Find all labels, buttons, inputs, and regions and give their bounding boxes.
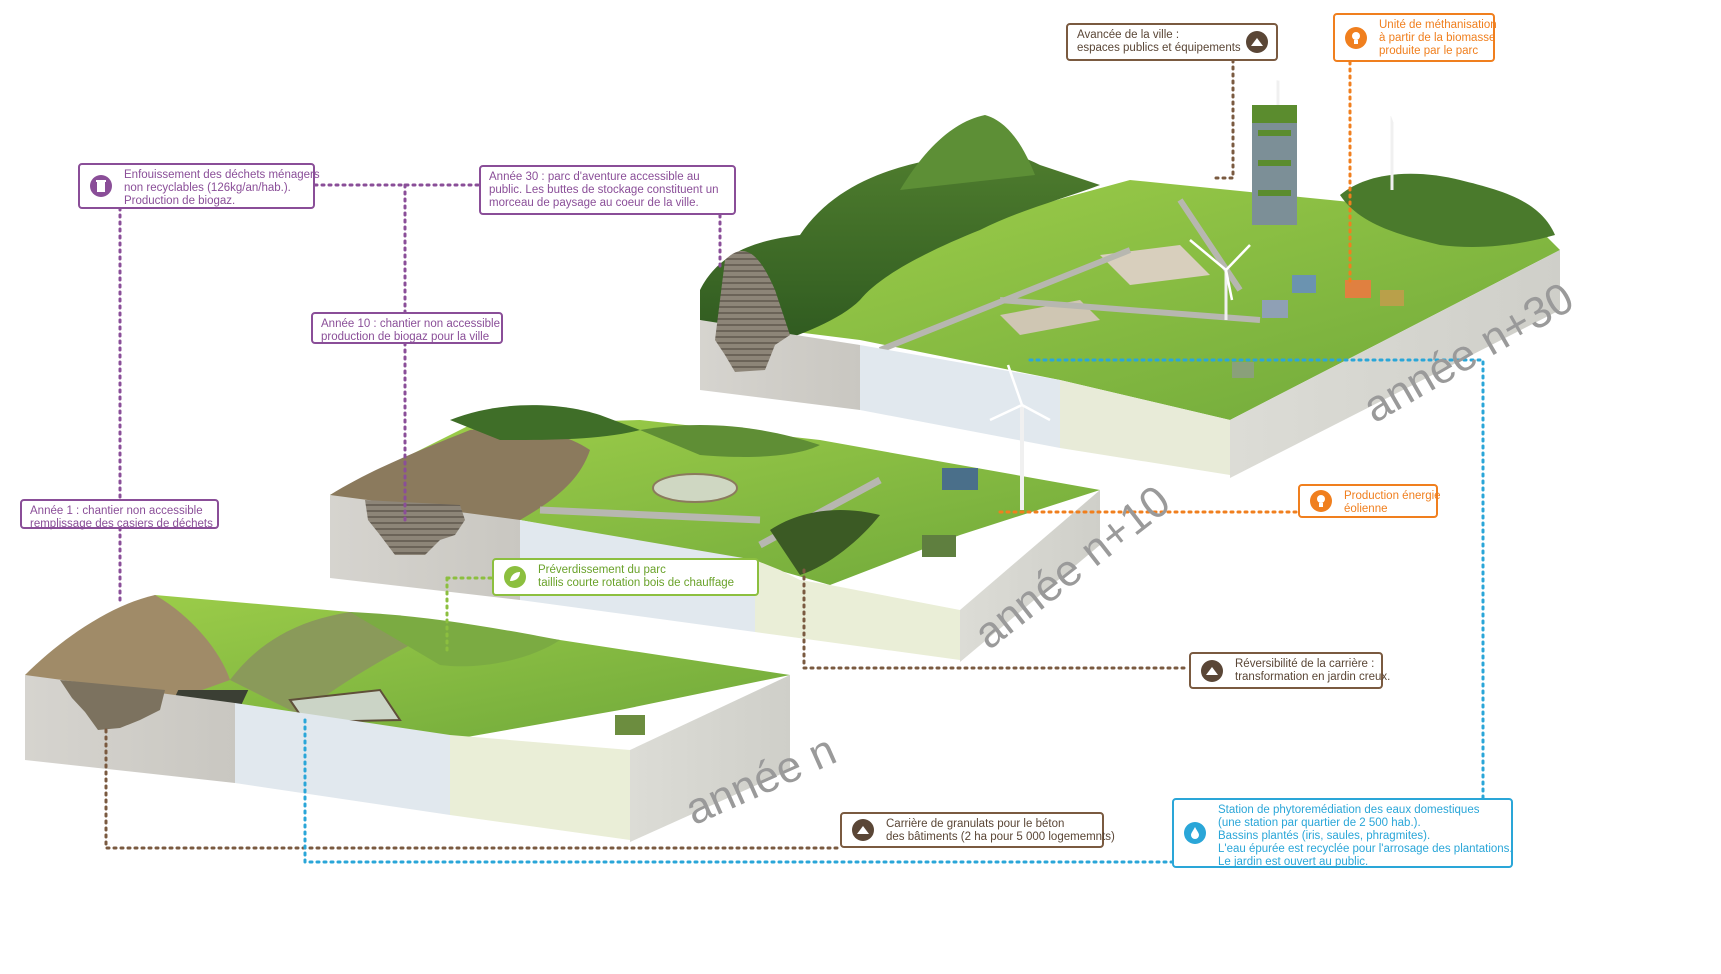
- tree-row-10b: [640, 425, 820, 457]
- label-enfouissement: Enfouissement des déchets ménagers non r…: [78, 163, 320, 209]
- block-1-front-soil: [450, 735, 630, 840]
- block-year-1: [25, 595, 790, 842]
- label-preverdissement: Préverdissement du parc taillis courte r…: [492, 558, 759, 596]
- building-10-a: [942, 468, 978, 490]
- label-annee10-line2: production de biogaz pour la ville: [321, 331, 490, 343]
- connector-lines: [104, 58, 1485, 864]
- label-reversibilite-line1: Réversibilité de la carrière :: [1235, 658, 1375, 670]
- path-30: [878, 198, 1261, 353]
- orchard-1: [350, 612, 560, 667]
- building-1: [615, 715, 645, 735]
- waste-bin-icon: [90, 175, 112, 197]
- label-enfouissement-line3: Production de biogaz.: [124, 195, 236, 207]
- label-station-line4: L'eau épurée est recyclée pour l'arrosag…: [1218, 843, 1513, 855]
- label-station-line1: Station de phytoremédiation des eaux dom…: [1218, 804, 1480, 816]
- label-preverdissement-line1: Préverdissement du parc: [538, 564, 666, 576]
- block-10-front-soil: [755, 560, 960, 660]
- label-methanisation: Unité de méthanisation à partir de la bi…: [1333, 13, 1497, 62]
- block-30-front-water: [860, 345, 1060, 448]
- label-station-line5: Le jardin est ouvert au public.: [1218, 856, 1369, 868]
- label-annee1-line2: remplissage des casiers de déchets: [30, 518, 213, 530]
- label-annee1: Année 1 : chantier non accessible rempli…: [20, 499, 219, 530]
- storage-cells-30: [715, 251, 790, 372]
- label-station: Station de phytoremédiation des eaux dom…: [1172, 798, 1513, 868]
- label-annee30-line2: public. Les buttes de stockage constitue…: [489, 184, 719, 196]
- label-avancee-line2: espaces publics et équipements: [1077, 42, 1241, 54]
- label-station-line2: (une station par quartier de 2 500 hab.)…: [1218, 817, 1421, 829]
- label-carriere-line1: Carrière de granulats pour le béton: [886, 818, 1065, 830]
- building-30-a: [1292, 275, 1316, 293]
- forest-area: [700, 148, 1100, 345]
- label-methanisation-line3: produite par le parc: [1379, 45, 1479, 57]
- block-30-right-face: [1230, 250, 1560, 478]
- label-enfouissement-line1: Enfouissement des déchets ménagers: [124, 169, 320, 181]
- wind-turbine-10: [989, 364, 1051, 510]
- label-annee30-line1: Année 30 : parc d'aventure accessible au: [489, 171, 700, 183]
- building-30-c: [1380, 290, 1404, 306]
- block-10-right-face: [960, 490, 1100, 662]
- block-1-right-face: [630, 675, 790, 842]
- mound-icon: [852, 819, 874, 841]
- mound-icon: [1246, 31, 1268, 53]
- stripe-field-1: [230, 612, 420, 715]
- label-eolienne-line1: Production énergie: [1344, 490, 1441, 502]
- building-30-d: [1262, 300, 1288, 318]
- block-year-30: [700, 105, 1560, 478]
- label-enfouissement-line2: non recyclables (126kg/an/hab.).: [124, 182, 291, 194]
- label-annee30-line3: morceau de paysage au coeur de la ville.: [489, 197, 699, 209]
- mound-icon: [1201, 659, 1223, 682]
- label-avancee: Avancée de la ville : espaces publics et…: [1066, 23, 1278, 61]
- label-annee10-line1: Année 10 : chantier non accessible: [321, 318, 501, 330]
- tree-row-10: [450, 405, 640, 440]
- label-methanisation-line2: à partir de la biomasse: [1379, 32, 1496, 44]
- leaf-icon: [504, 566, 526, 588]
- bulb-icon: [1310, 490, 1332, 512]
- pond-10: [652, 473, 738, 503]
- label-carriere-line2: des bâtiments (2 ha pour 5 000 logememnt…: [886, 831, 1115, 843]
- label-avancee-line1: Avancée de la ville :: [1077, 29, 1180, 41]
- building-10-b: [922, 535, 956, 557]
- wind-turbines-30: [1189, 61, 1413, 320]
- label-eolienne-line2: éolienne: [1344, 503, 1388, 515]
- tree-cluster-right: [1340, 173, 1555, 247]
- label-eolienne: Production énergie éolienne: [1298, 484, 1441, 518]
- label-annee30: Année 30 : parc d'aventure accessible au…: [479, 165, 736, 215]
- label-preverdissement-line2: taillis courte rotation bois de chauffag…: [538, 577, 735, 589]
- storage-cells-10: [365, 500, 465, 555]
- block-1-front-water: [235, 703, 450, 815]
- quarry-area-10: [330, 428, 590, 520]
- quarry-pit-1: [25, 595, 230, 705]
- hill-mound: [900, 115, 1035, 190]
- building-30-b: [1345, 280, 1371, 298]
- basin-30-b: [1100, 245, 1210, 285]
- label-annee10: Année 10 : chantier non accessible produ…: [311, 312, 503, 344]
- label-station-line3: Bassins plantés (iris, saules, phragmite…: [1218, 830, 1431, 842]
- building-30-e: [1232, 362, 1254, 378]
- label-carriere: Carrière de granulats pour le béton des …: [840, 812, 1115, 848]
- hedge-10: [770, 510, 880, 575]
- label-annee1-line1: Année 1 : chantier non accessible: [30, 505, 203, 517]
- label-reversibilite-line2: transformation en jardin creux.: [1235, 671, 1391, 683]
- label-reversibilite: Réversibilité de la carrière : transform…: [1189, 652, 1391, 689]
- quarry-section-1: [60, 680, 165, 730]
- block-30-front-soil: [1060, 380, 1230, 475]
- water-drop-icon: [1184, 822, 1206, 844]
- bulb-icon: [1345, 26, 1367, 49]
- label-methanisation-line1: Unité de méthanisation: [1379, 19, 1497, 31]
